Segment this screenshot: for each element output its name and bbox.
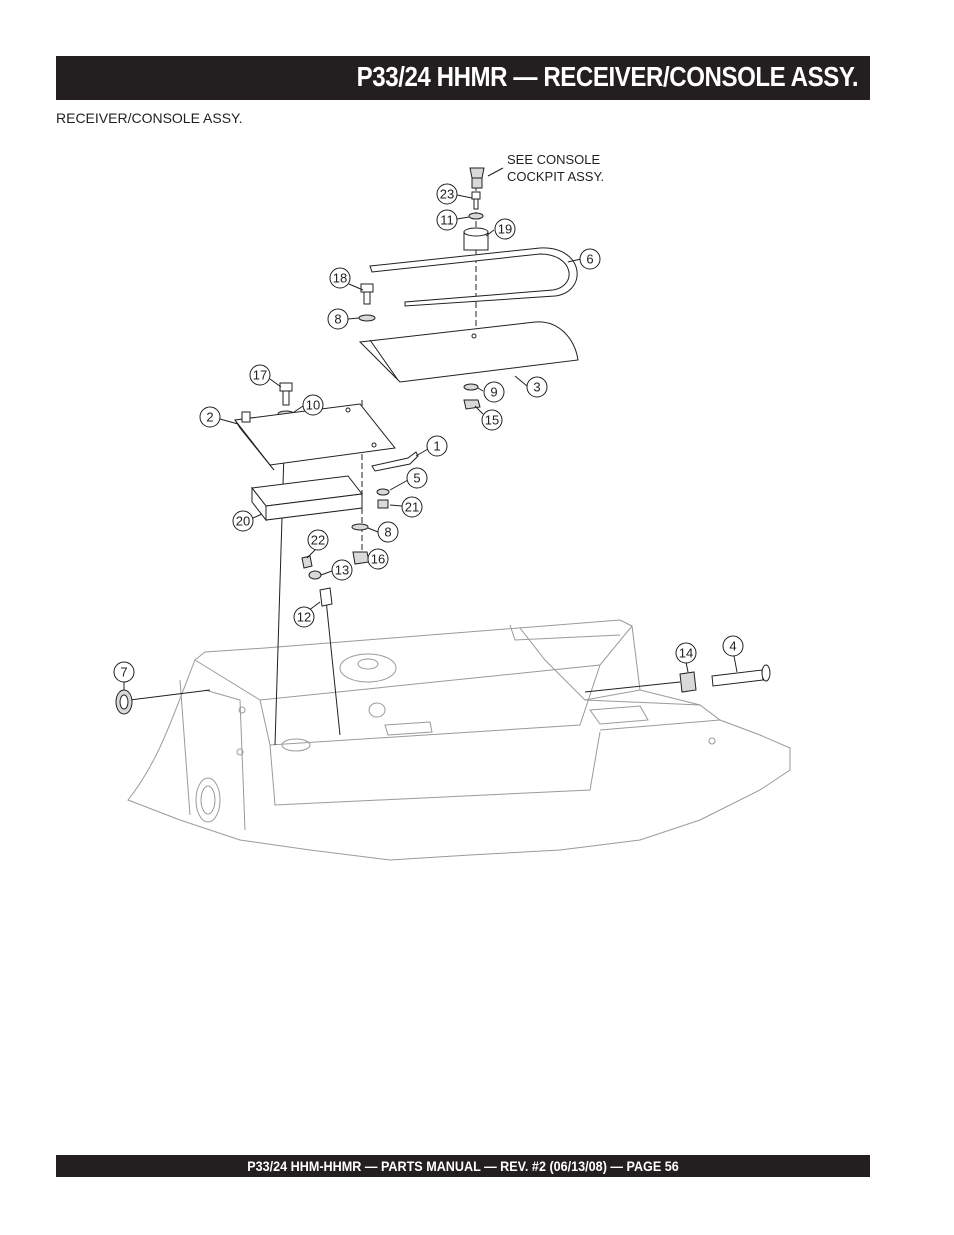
console-cockpit-note: SEE CONSOLE COCKPIT ASSY. [487, 152, 604, 184]
part-3-cover-plate [358, 321, 579, 383]
svg-text:22: 22 [311, 533, 325, 548]
part-8-washer-upper [358, 314, 376, 322]
part-8-washer-lower [351, 523, 369, 531]
callout-17: 17 [249, 364, 271, 386]
callout-12: 12 [293, 606, 315, 628]
svg-text:16: 16 [371, 552, 385, 567]
page-footer: P33/24 HHM-HHMR — PARTS MANUAL — REV. #2… [247, 1158, 679, 1174]
part-6-handle [369, 247, 578, 307]
callout-14: 14 [675, 642, 697, 664]
svg-text:17: 17 [253, 368, 267, 383]
svg-text:20: 20 [236, 514, 250, 529]
svg-text:15: 15 [485, 413, 499, 428]
svg-text:19: 19 [498, 222, 512, 237]
part-1-bracket [371, 451, 419, 472]
callout-2: 2 [199, 406, 221, 428]
callout-5: 5 [406, 467, 428, 489]
note-line-2: COCKPIT ASSY. [507, 169, 604, 184]
callout-18: 18 [329, 267, 351, 289]
svg-text:2: 2 [206, 410, 213, 425]
callout-19: 19 [494, 218, 516, 240]
callout-6: 6 [579, 248, 601, 270]
part-13-nut [308, 570, 322, 580]
callout-21: 21 [401, 496, 423, 518]
part-15-nut [463, 399, 481, 410]
callout-8-lower: 8 [377, 521, 399, 543]
svg-text:1: 1 [433, 439, 440, 454]
svg-text:14: 14 [679, 646, 693, 661]
part-21-nut [377, 499, 389, 509]
callout-1: 1 [426, 435, 448, 457]
callout-20: 20 [232, 510, 254, 532]
callout-4: 4 [722, 635, 744, 657]
part-5-lockwasher [376, 488, 390, 496]
section-subtitle: RECEIVER/CONSOLE ASSY. [56, 110, 243, 126]
part-14-nut [679, 671, 697, 693]
svg-text:5: 5 [413, 471, 420, 486]
callout-3: 3 [526, 376, 548, 398]
part-17-bolt [279, 382, 293, 406]
callout-9: 9 [483, 381, 505, 403]
callout-11: 11 [436, 209, 458, 231]
callout-15: 15 [481, 409, 503, 431]
part-20-receiver [251, 475, 363, 522]
part-4-pin [711, 664, 771, 687]
note-line-1: SEE CONSOLE [507, 152, 601, 167]
svg-text:9: 9 [490, 385, 497, 400]
svg-text:11: 11 [440, 213, 454, 228]
callout-23: 23 [436, 183, 458, 205]
part-16-nut [352, 551, 370, 565]
page-title: P33/24 HHMR — RECEIVER/CONSOLE ASSY. [356, 61, 859, 92]
svg-text:4: 4 [729, 639, 736, 654]
page-title-bar: P33/24 HHMR — RECEIVER/CONSOLE ASSY. [56, 56, 870, 100]
svg-text:18: 18 [333, 271, 347, 286]
svg-text:6: 6 [586, 252, 593, 267]
svg-text:23: 23 [440, 187, 454, 202]
part-11-washer [468, 212, 484, 220]
callout-8-upper: 8 [327, 308, 349, 330]
machine-frame [127, 619, 791, 861]
svg-text:8: 8 [334, 312, 341, 327]
part-22-screw [301, 555, 313, 569]
part-7-grommet [115, 689, 133, 715]
part-18-bolt [360, 283, 374, 305]
svg-text:8: 8 [384, 525, 391, 540]
svg-text:13: 13 [335, 563, 349, 578]
part-9-washer [463, 383, 479, 391]
callout-10: 10 [302, 394, 324, 416]
part-19-spacer [463, 227, 489, 251]
callout-22: 22 [307, 529, 329, 551]
svg-text:3: 3 [533, 380, 540, 395]
svg-text:12: 12 [297, 610, 311, 625]
callout-16: 16 [367, 548, 389, 570]
svg-text:10: 10 [306, 398, 320, 413]
part-12-clamp [319, 587, 333, 607]
callout-7: 7 [113, 661, 135, 683]
part-console-knob [469, 167, 485, 189]
svg-text:21: 21 [405, 500, 419, 515]
page-footer-bar: P33/24 HHM-HHMR — PARTS MANUAL — REV. #2… [56, 1155, 870, 1177]
part-23-screw [471, 191, 481, 210]
callout-13: 13 [331, 559, 353, 581]
svg-text:7: 7 [120, 665, 127, 680]
